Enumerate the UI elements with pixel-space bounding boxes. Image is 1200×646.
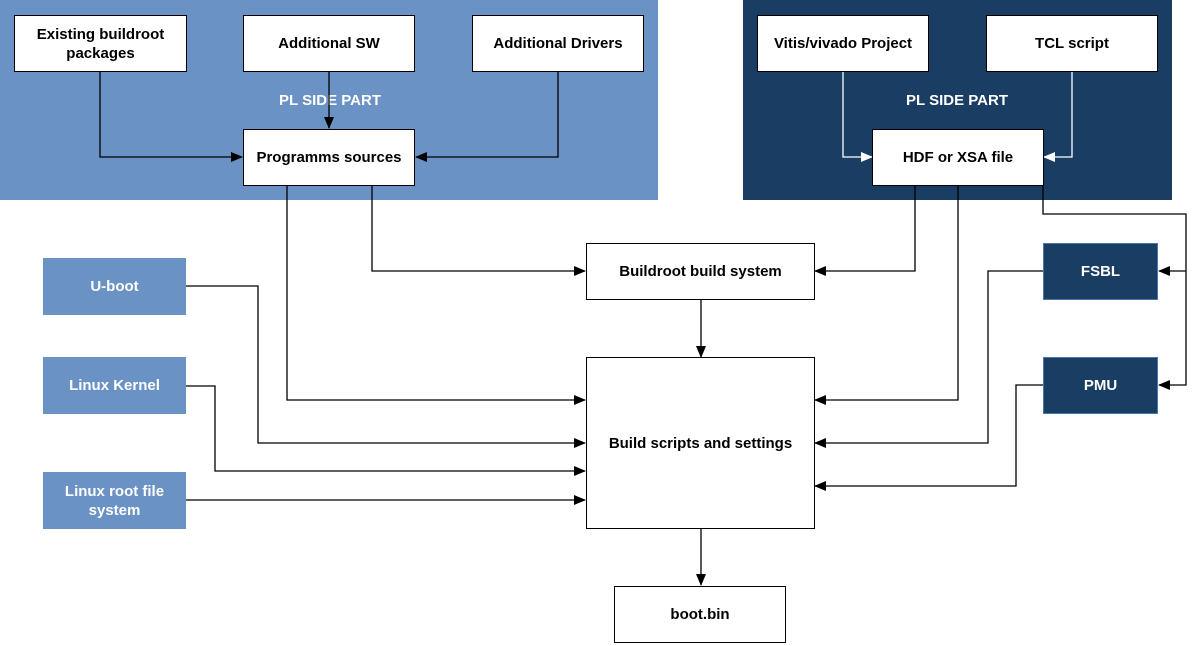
node-u-boot: U-boot xyxy=(43,258,186,315)
edge-hdf-to-buildroot xyxy=(814,186,916,276)
edge-programms-to-buildroot xyxy=(371,186,586,276)
region-right-label: PL SIDE PART xyxy=(906,92,1008,109)
edge-existing-to-programms xyxy=(99,72,243,162)
node-buildroot-build-system: Buildroot build system xyxy=(586,243,815,300)
edge-hdf-to-fsbl-pmu xyxy=(1042,186,1187,390)
node-fsbl: FSBL xyxy=(1043,243,1158,300)
node-tcl-script: TCL script xyxy=(986,15,1158,72)
edge-hdf-to-build-scripts xyxy=(814,186,959,405)
node-existing-buildroot-packages: Existing buildroot packages xyxy=(14,15,187,72)
node-additional-sw: Additional SW xyxy=(243,15,415,72)
edge-drivers-to-programms xyxy=(415,72,559,162)
node-additional-drivers: Additional Drivers xyxy=(472,15,644,72)
node-linux-kernel: Linux Kernel xyxy=(43,357,186,414)
node-boot-bin: boot.bin xyxy=(614,586,786,643)
edge-tcl-to-hdf xyxy=(1043,72,1073,162)
edge-programms-to-build-scripts xyxy=(286,186,586,405)
edge-kernel-to-build-scripts xyxy=(186,385,586,476)
edge-pmu-to-build-scripts xyxy=(814,384,1043,491)
node-pmu: PMU xyxy=(1043,357,1158,414)
node-hdf-xsa-file: HDF or XSA file xyxy=(872,129,1044,186)
edge-vivado-to-hdf xyxy=(842,72,873,162)
node-programms-sources: Programms sources xyxy=(243,129,415,186)
node-build-scripts-settings: Build scripts and settings xyxy=(586,357,815,529)
edge-fsbl-to-build-scripts xyxy=(814,270,1043,448)
node-vivado-project: Vitis/vivado Project xyxy=(757,15,929,72)
node-linux-root-file-system: Linux root file system xyxy=(43,472,186,529)
edge-uboot-to-build-scripts xyxy=(186,285,586,448)
region-left-label: PL SIDE PART xyxy=(279,92,381,109)
